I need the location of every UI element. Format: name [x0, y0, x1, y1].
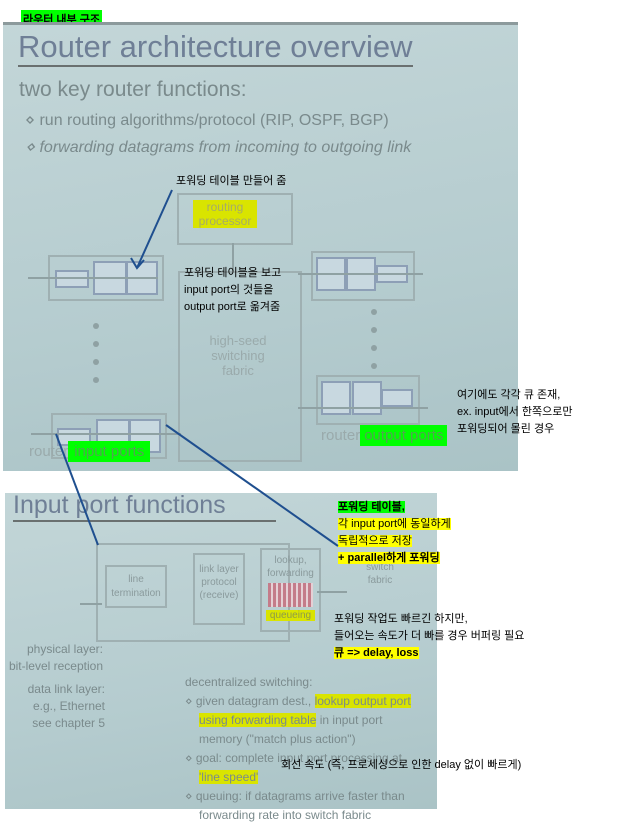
slide-input-port-functions: Input port functions line termination li…: [5, 491, 437, 822]
note-forwarding-table: 포워딩 테이블 만들어 줌: [176, 175, 287, 187]
fabric-label: high-seed switching fabric: [209, 333, 267, 378]
output-port-top: [311, 251, 415, 301]
note-forwarding-table-copy: 포워딩 테이블, 각 input port에 동일하게 독립적으로 저장 + p…: [338, 501, 451, 564]
slide-subtitle: two key router functions:: [19, 78, 247, 101]
slide-title: Router architecture overview: [18, 29, 413, 67]
line-termination-box: line termination: [105, 565, 167, 608]
slide-title: Input port functions: [13, 491, 276, 522]
queue-cell: [55, 270, 89, 288]
decentralized-switching: decentralized switching: ⋄ given datagra…: [185, 675, 411, 822]
arrow-to-input-port: [136, 189, 173, 269]
bullet-2: ⋄ forwarding datagrams from incoming to …: [25, 139, 412, 156]
arrow: [80, 603, 102, 605]
physical-layer-label: physical layer:bit-level reception: [8, 642, 103, 673]
zoom-line-right: [165, 424, 339, 547]
lookup-box: lookup, forwarding queueing: [260, 548, 321, 632]
bullet-1: ⋄ run routing algorithms/protocol (RIP, …: [25, 112, 389, 129]
zoom-line-left: [55, 433, 99, 546]
arrow: [317, 591, 347, 593]
note-queueing: 포워딩 작업도 빠르긴 하지만, 들어오는 속도가 더 빠를 경우 버퍼링 필요…: [334, 613, 525, 659]
lookup-label: lookup, forwarding: [267, 555, 314, 579]
connector: [232, 243, 234, 271]
link-line: [31, 433, 181, 435]
link-layer-box: link layer protocol (receive): [193, 553, 245, 625]
link-line: [298, 407, 428, 409]
routing-processor-label: routing processor: [193, 200, 257, 228]
link-line: [28, 277, 158, 279]
note-line-speed: 회선 속도 (즉, 프로세싱으로 인한 delay 없이 빠르게): [281, 759, 522, 771]
queueing-label: queueing: [266, 610, 315, 621]
queue-icon: [268, 583, 313, 607]
queue-cell: [321, 381, 351, 415]
link-line: [298, 273, 423, 275]
queue-cell: [381, 389, 413, 407]
output-port-bottom: [316, 375, 420, 425]
switch-fabric-label: switch fabric: [366, 562, 394, 586]
slide-router-architecture: Router architecture overview two key rou…: [3, 22, 518, 471]
arrowhead-icon: [130, 257, 145, 270]
routing-processor-box: routing processor: [177, 193, 293, 245]
switching-fabric-box: high-seed switching fabric: [178, 271, 302, 462]
